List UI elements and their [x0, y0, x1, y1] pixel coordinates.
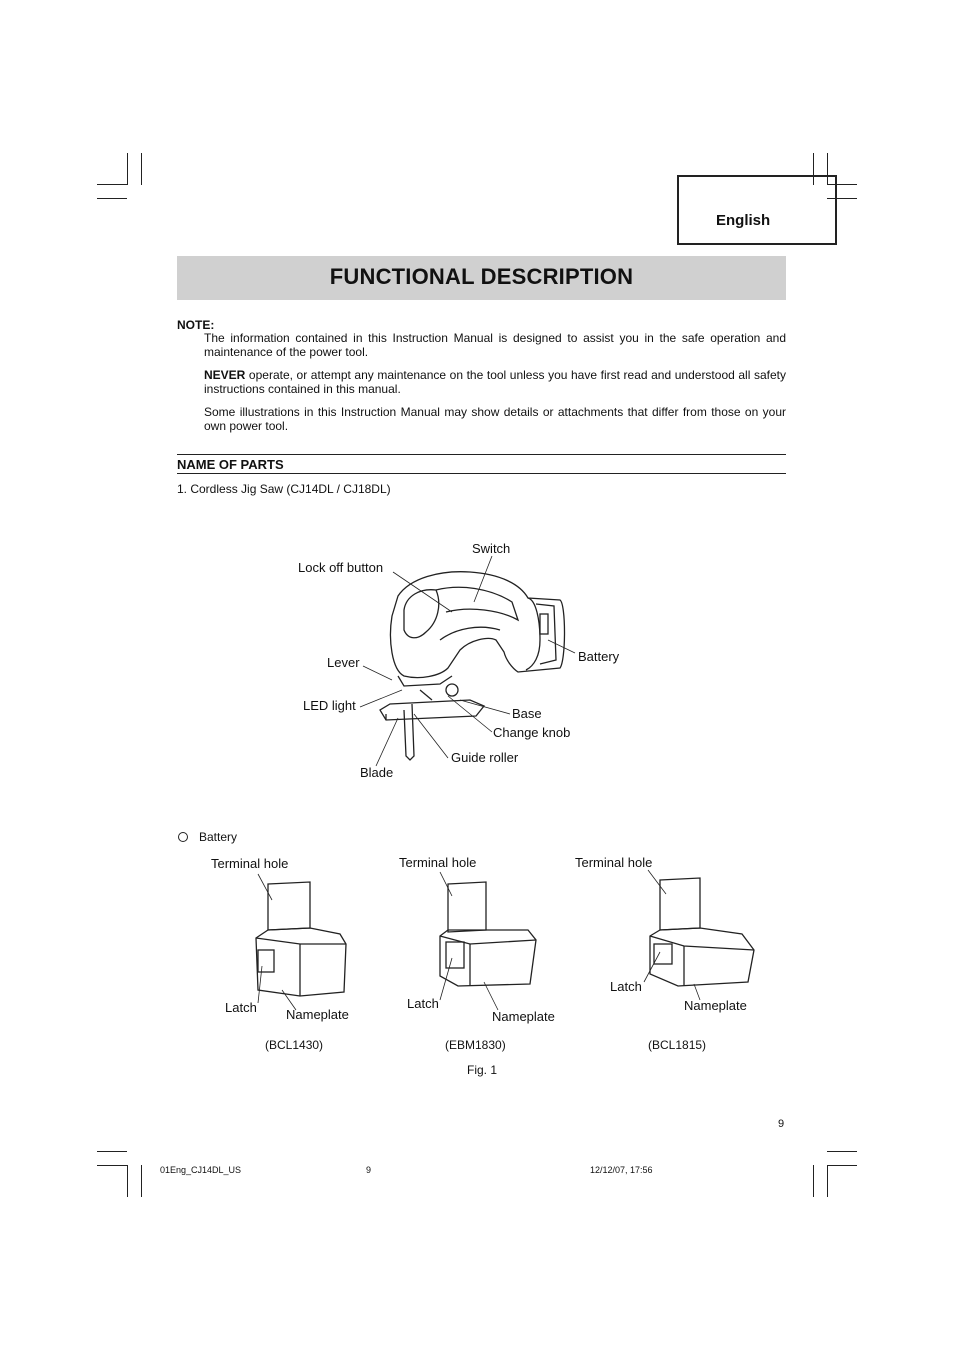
page-number: 9: [778, 1118, 785, 1130]
section-title: NAME OF PARTS: [177, 457, 284, 472]
battery-1-latch-label: Latch: [225, 1000, 257, 1015]
circle-bullet-icon: [178, 832, 188, 842]
note-paragraph-1: The information contained in this Instru…: [204, 331, 786, 359]
language-tab-box: [677, 175, 837, 245]
label-change-knob: Change knob: [493, 725, 571, 740]
section-rule-bottom: [177, 473, 786, 474]
label-led-light: LED light: [303, 698, 356, 713]
note-paragraph-3: Some illustrations in this Instruction M…: [204, 405, 786, 433]
note-paragraph-2: NEVER operate, or attempt any maintenanc…: [204, 368, 786, 396]
section-rule-top: [177, 454, 786, 455]
label-guide-roller: Guide roller: [451, 750, 519, 765]
language-tab-label: English: [716, 212, 771, 229]
battery-2-terminal-label: Terminal hole: [399, 855, 477, 870]
battery-2-latch-label: Latch: [407, 996, 439, 1011]
label-battery: Battery: [578, 649, 620, 664]
battery-2-model: (EBM1830): [445, 1038, 506, 1052]
title-band: FUNCTIONAL DESCRIPTION: [177, 256, 786, 300]
label-lock-off-button: Lock off button: [298, 560, 384, 575]
label-base: Base: [512, 706, 542, 721]
footer-page: 9: [366, 1165, 372, 1175]
list-item-jig-saw: 1. Cordless Jig Saw (CJ14DL / CJ18DL): [177, 482, 391, 496]
battery-3-model: (BCL1815): [648, 1038, 707, 1052]
label-switch: Switch: [472, 541, 511, 556]
battery-1-nameplate-label: Nameplate: [286, 1007, 349, 1022]
battery-1-model: (BCL1430): [265, 1038, 324, 1052]
note-paragraph-2-text: operate, or attempt any maintenance on t…: [204, 368, 786, 396]
battery-1-terminal-label: Terminal hole: [211, 856, 289, 871]
footer-timestamp: 12/12/07, 17:56: [590, 1165, 653, 1175]
page-title: FUNCTIONAL DESCRIPTION: [329, 264, 634, 289]
battery-heading: Battery: [199, 830, 238, 844]
battery-3-terminal-label: Terminal hole: [575, 855, 653, 870]
never-emphasis: NEVER: [204, 368, 246, 382]
label-blade: Blade: [360, 765, 394, 780]
battery-3-nameplate-label: Nameplate: [684, 998, 747, 1013]
battery-3-latch-label: Latch: [610, 979, 642, 994]
battery-2-nameplate-label: Nameplate: [492, 1009, 555, 1024]
label-lever: Lever: [327, 655, 360, 670]
footer-filename: 01Eng_CJ14DL_US: [160, 1165, 242, 1175]
note-label: NOTE:: [177, 318, 215, 332]
figure-caption: Fig. 1: [467, 1063, 498, 1077]
